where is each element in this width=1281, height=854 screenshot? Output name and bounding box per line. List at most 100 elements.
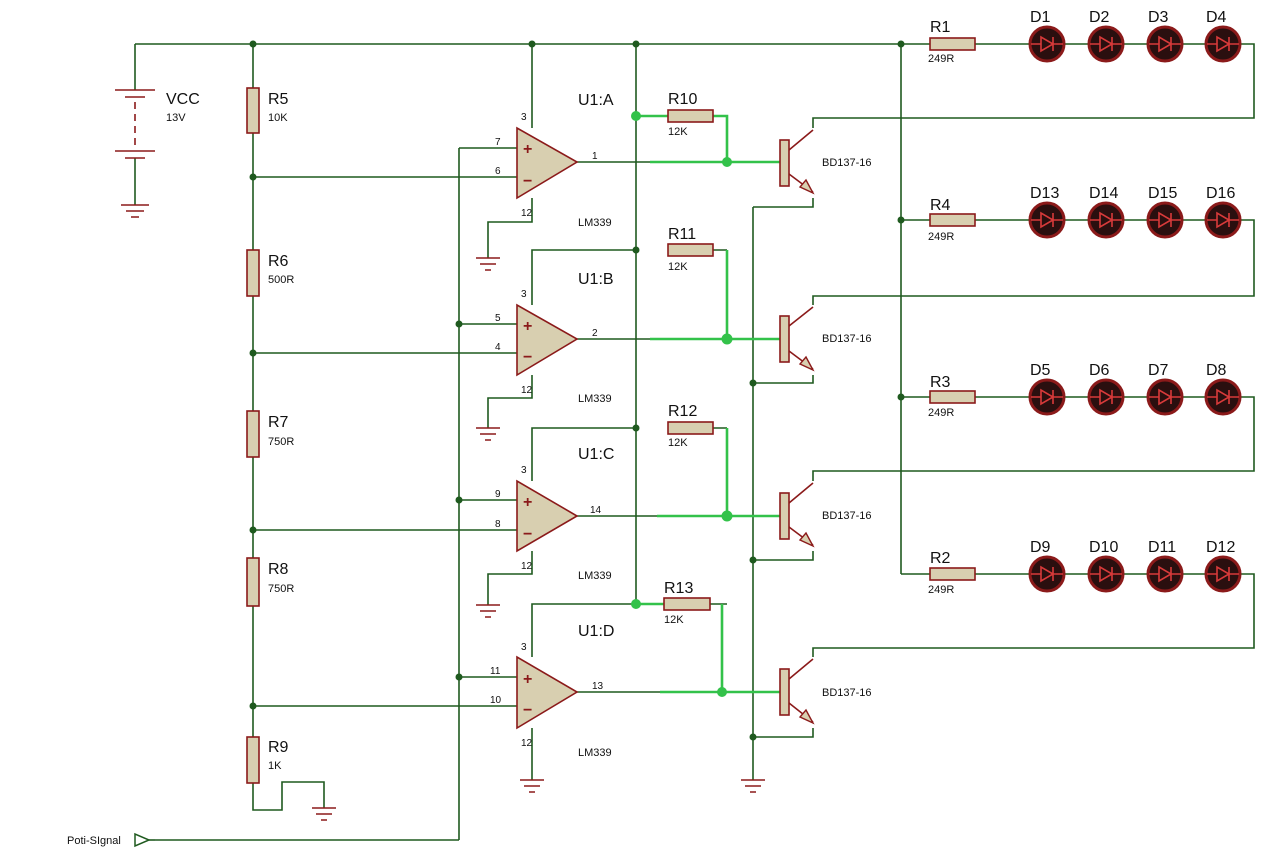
- pin-vcc: 3: [521, 642, 527, 653]
- led-diode[interactable]: D1: [1028, 9, 1066, 63]
- transistor-part: BD137-16: [822, 157, 872, 169]
- led-diode[interactable]: D11: [1146, 539, 1184, 593]
- led-body: [1146, 201, 1184, 239]
- transistor-q2[interactable]: BD137-16: [779, 306, 872, 372]
- resistor-r4[interactable]: R4 249R: [928, 197, 976, 243]
- opamp-part: LM339: [578, 747, 612, 759]
- svg-text:+: +: [523, 671, 532, 688]
- resistor-r1[interactable]: R1 249R: [928, 19, 976, 65]
- led-name: D9: [1030, 539, 1051, 556]
- led-diode[interactable]: D4: [1204, 9, 1242, 63]
- ground-icon: [741, 779, 765, 793]
- led-name: D2: [1089, 9, 1110, 26]
- transistor-q3[interactable]: BD137-16: [779, 482, 872, 548]
- resistor-name: R12: [668, 403, 697, 420]
- led-body: [1028, 555, 1066, 593]
- resistor-r10[interactable]: R10 12K: [667, 91, 714, 138]
- resistor-r11[interactable]: R11 12K: [667, 226, 714, 273]
- opamp-u1b[interactable]: +− 5 4 2 3 12 U1:B LM339: [495, 271, 614, 405]
- resistor-value: 249R: [928, 53, 954, 65]
- opamp-name: U1:B: [578, 271, 614, 288]
- led-diode[interactable]: D12: [1204, 539, 1242, 593]
- resistor-name: R7: [268, 414, 289, 431]
- led-diode[interactable]: D5: [1028, 362, 1066, 416]
- led-name: D10: [1089, 539, 1118, 556]
- diode-icon: [1031, 211, 1063, 229]
- led-name: D4: [1206, 9, 1227, 26]
- input-label: Poti-SIgnal: [67, 835, 121, 847]
- ground-icon: [520, 779, 544, 793]
- led-body: [1146, 25, 1184, 63]
- transistor-q4[interactable]: BD137-16: [779, 658, 872, 725]
- led-body: [1146, 555, 1184, 593]
- led-name: D11: [1148, 539, 1176, 556]
- resistor-value: 12K: [668, 126, 688, 138]
- pin-vcc: 3: [521, 465, 527, 476]
- resistor-value: 249R: [928, 231, 954, 243]
- pin-vcc: 3: [521, 289, 527, 300]
- resistor-r6[interactable]: R6 500R: [246, 249, 294, 297]
- resistor-r13[interactable]: R13 12K: [663, 580, 711, 626]
- resistor-name: R5: [268, 91, 289, 108]
- opamp-name: U1:C: [578, 446, 614, 463]
- diode-icon: [1031, 565, 1063, 583]
- led-diode[interactable]: D14: [1087, 185, 1125, 239]
- led-diode[interactable]: D16: [1204, 185, 1242, 239]
- resistor-value: 750R: [268, 583, 294, 595]
- opamp-u1d[interactable]: +− 11 10 13 3 12 U1:D LM339: [490, 623, 614, 759]
- resistor-name: R9: [268, 739, 289, 756]
- pin-out: 1: [592, 151, 598, 162]
- resistor-value: 500R: [268, 274, 294, 286]
- diode-icon: [1207, 565, 1239, 583]
- ground-icon: [476, 427, 500, 441]
- diode-icon: [1207, 388, 1239, 406]
- pin-minus: 10: [490, 695, 502, 706]
- transistor-q1[interactable]: BD137-16: [779, 129, 872, 195]
- battery-name: VCC: [166, 91, 200, 108]
- led-body: [1204, 25, 1242, 63]
- led-diode[interactable]: D3: [1146, 9, 1184, 63]
- resistor-r7[interactable]: R7 750R: [246, 410, 294, 458]
- resistor-value: 10K: [268, 112, 288, 124]
- input-terminal[interactable]: Poti-SIgnal: [67, 832, 155, 848]
- pin-gnd: 12: [521, 208, 533, 219]
- led-diode[interactable]: D6: [1087, 362, 1125, 416]
- led-diode[interactable]: D8: [1204, 362, 1242, 416]
- svg-text:−: −: [523, 173, 532, 190]
- led-name: D12: [1206, 539, 1235, 556]
- led-diode[interactable]: D13: [1028, 185, 1066, 239]
- led-name: D5: [1030, 362, 1051, 379]
- junction-dots: [249, 40, 905, 741]
- active-wires: [636, 114, 780, 694]
- ground-icon: [312, 807, 336, 821]
- diode-icon: [1090, 211, 1122, 229]
- pin-out: 14: [590, 505, 602, 516]
- led-body: [1087, 378, 1125, 416]
- transistor-part: BD137-16: [822, 687, 872, 699]
- resistor-value: 12K: [664, 614, 684, 626]
- resistor-r2[interactable]: R2 249R: [928, 550, 976, 596]
- resistor-r8[interactable]: R8 750R: [246, 557, 294, 607]
- led-diode[interactable]: D7: [1146, 362, 1184, 416]
- resistor-name: R8: [268, 561, 289, 578]
- led-diode[interactable]: D9: [1028, 539, 1066, 593]
- opamp-u1c[interactable]: +− 9 8 14 3 12 U1:C LM339: [495, 446, 614, 582]
- resistor-r9[interactable]: R9 1K: [246, 736, 289, 784]
- diode-icon: [1149, 388, 1181, 406]
- pin-gnd: 12: [521, 561, 533, 572]
- diode-icon: [1207, 35, 1239, 53]
- led-diode[interactable]: D15: [1146, 185, 1184, 239]
- resistor-name: R1: [930, 19, 951, 36]
- battery-vcc[interactable]: VCC 13V: [115, 89, 200, 159]
- led-diode[interactable]: D2: [1087, 9, 1125, 63]
- diode-icon: [1031, 388, 1063, 406]
- led-diode[interactable]: D10: [1087, 539, 1125, 593]
- opamp-u1a[interactable]: +− 7 6 1 3 12 U1:A LM339: [495, 92, 614, 229]
- resistor-r3[interactable]: R3 249R: [928, 374, 976, 419]
- pin-plus: 7: [495, 137, 501, 148]
- resistor-r5[interactable]: R5 10K: [246, 87, 289, 134]
- resistor-name: R2: [930, 550, 951, 567]
- pin-out: 2: [592, 328, 598, 339]
- resistor-r12[interactable]: R12 12K: [667, 403, 714, 449]
- resistor-name: R6: [268, 253, 289, 270]
